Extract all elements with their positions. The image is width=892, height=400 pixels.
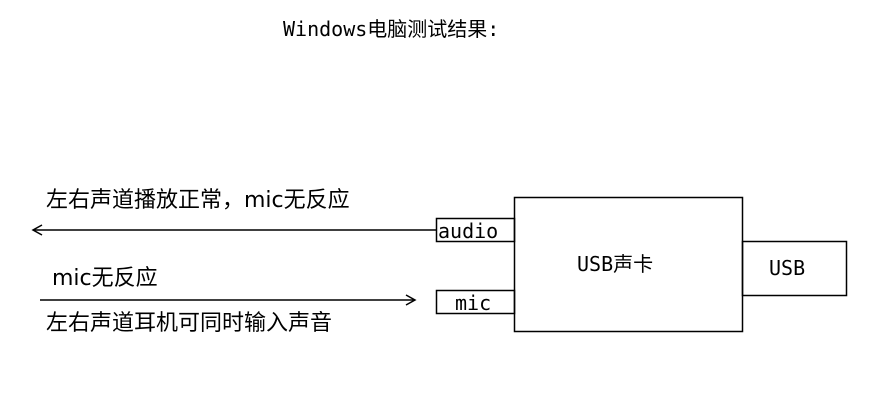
- mic-in-label: mic无反应: [52, 266, 158, 291]
- usb-sound-card-label: USB声卡: [577, 252, 654, 276]
- mic-in-sub-label: 左右声道耳机可同时输入声音: [46, 311, 333, 336]
- page-title: Windows电脑测试结果:: [283, 17, 500, 41]
- usb-connector-label: USB: [769, 256, 806, 280]
- audio-port-label: audio: [438, 219, 499, 243]
- audio-out-arrow-head: [31, 224, 43, 236]
- mic-port-label: mic: [455, 291, 492, 315]
- usb-connector-box: [741, 240, 848, 297]
- audio-port-box: [435, 217, 516, 243]
- mic-in-arrow-head: [405, 294, 417, 306]
- mic-port-box: [435, 289, 516, 315]
- audio-out-label: 左右声道播放正常，mic无反应: [46, 188, 350, 213]
